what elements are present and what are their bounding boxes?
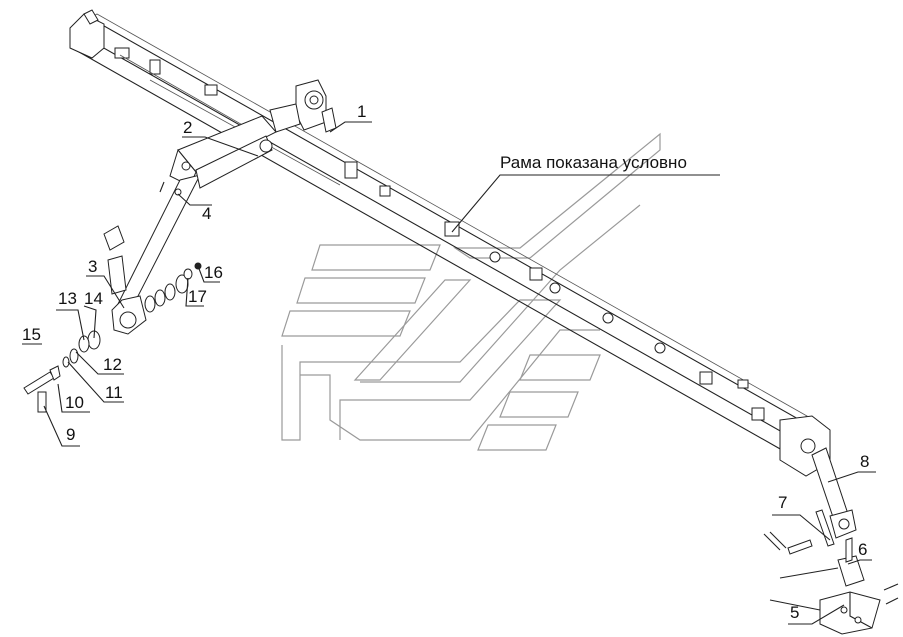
leader-lines — [22, 121, 876, 625]
callout-10: 10 — [65, 393, 84, 412]
callout-4: 4 — [202, 204, 211, 223]
callout-14: 14 — [84, 289, 103, 308]
frame-beam — [69, 9, 831, 477]
callout-8: 8 — [860, 452, 869, 471]
callout-13: 13 — [58, 289, 77, 308]
bracket-right — [763, 531, 899, 635]
left-arm — [103, 115, 277, 335]
right-arm — [811, 447, 857, 547]
callout-5: 5 — [790, 603, 799, 622]
callout-16: 16 — [204, 263, 223, 282]
central-mount — [269, 79, 337, 133]
callout-2: 2 — [183, 118, 192, 137]
callout-15: 15 — [22, 325, 41, 344]
callout-12: 12 — [103, 355, 122, 374]
callout-1: 1 — [357, 102, 366, 121]
callout-7: 7 — [778, 493, 787, 512]
callout-11: 11 — [105, 383, 123, 402]
callout-17: 17 — [188, 287, 207, 306]
callout-3: 3 — [88, 257, 97, 276]
frame-caption: Рама показана условно — [500, 153, 687, 172]
callout-labels: 1 2 3 4 5 6 7 8 9 10 11 12 13 14 15 16 1… — [22, 102, 869, 622]
watermark-logo — [281, 132, 661, 451]
callout-9: 9 — [66, 425, 75, 444]
callout-6: 6 — [858, 540, 867, 559]
